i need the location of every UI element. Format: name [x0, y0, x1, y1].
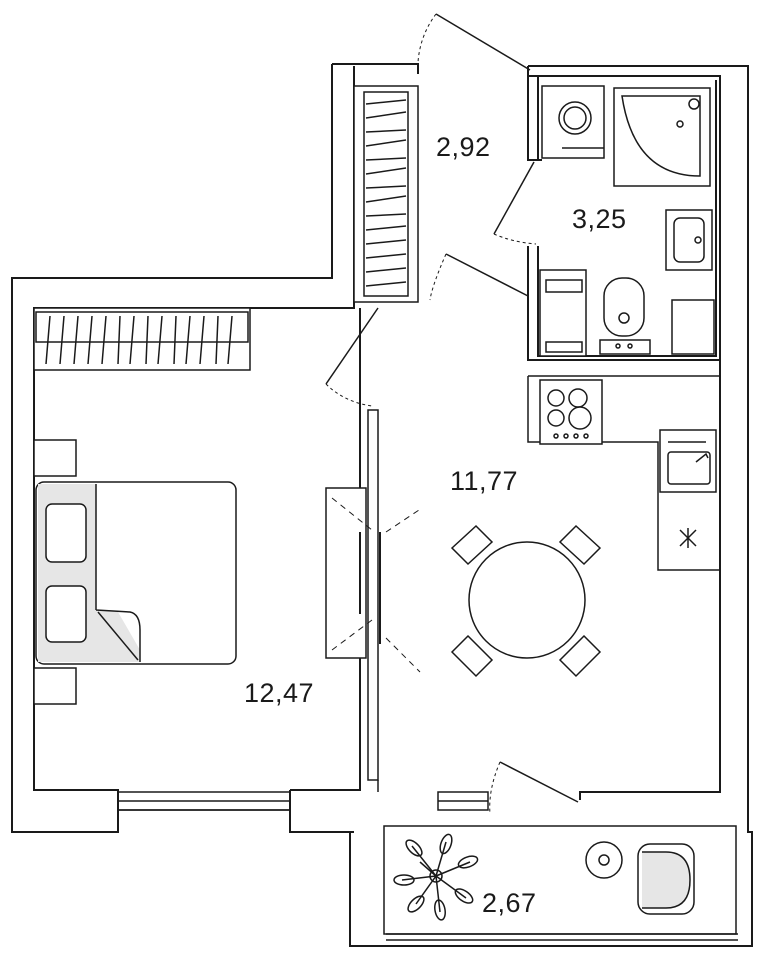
bed-icon [33, 439, 237, 705]
stove-icon [539, 379, 603, 445]
kitchen-living-area-label: 11,77 [450, 466, 518, 496]
toilet-icon [599, 277, 651, 355]
balcony-area-label: 2,67 [482, 888, 537, 918]
bathroom-cabinet-icon [539, 269, 587, 357]
washing-machine-icon [541, 85, 605, 159]
shower-icon [613, 87, 711, 187]
pillow-icon [45, 503, 87, 563]
chair-icon [450, 524, 602, 678]
doors [325, 13, 579, 815]
hallway-area-label: 2,92 [436, 132, 491, 162]
bedroom-wardrobe-icon [33, 307, 251, 371]
bathroom-shelf-icon [671, 299, 715, 355]
plant-icon [393, 833, 479, 921]
sink-icon [665, 209, 713, 271]
bedroom-area-label: 12,47 [244, 678, 314, 708]
armchair-icon [637, 843, 695, 915]
stool-icon [585, 841, 623, 879]
kitchen-sink-icon [659, 429, 717, 493]
dining-table-icon [468, 541, 586, 659]
balcony [383, 825, 737, 935]
fan-icon [679, 528, 697, 548]
tv-icon [325, 487, 423, 673]
interior-walls [367, 76, 720, 792]
pillow-icon [45, 585, 87, 643]
bathroom-area-label: 3,25 [572, 204, 627, 234]
wardrobe-icon [353, 85, 419, 303]
